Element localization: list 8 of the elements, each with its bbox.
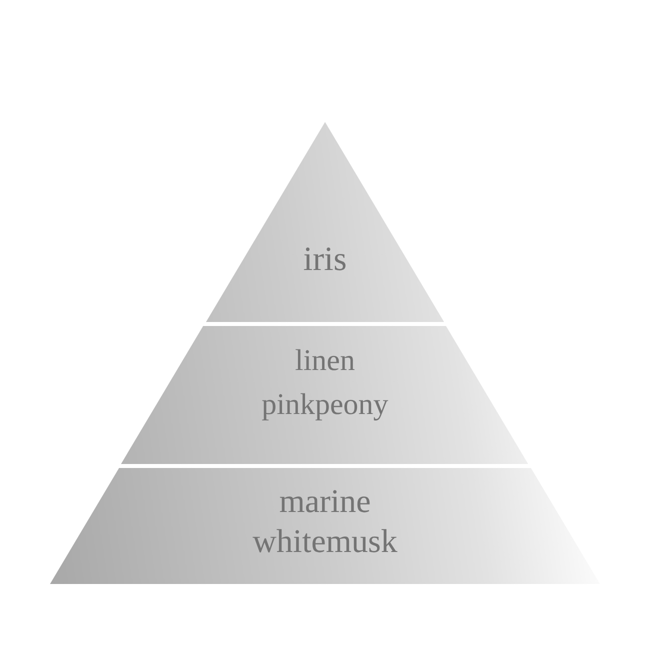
note-label: marine (279, 483, 371, 522)
note-label: linen (294, 343, 355, 379)
pyramid-tier (50, 468, 600, 584)
note-label: whitemusk (252, 523, 398, 562)
pyramid-tier (206, 122, 444, 322)
note-label: iris (303, 240, 347, 280)
pyramid-tier (121, 326, 529, 464)
note-label: pinkpeony (262, 387, 388, 423)
